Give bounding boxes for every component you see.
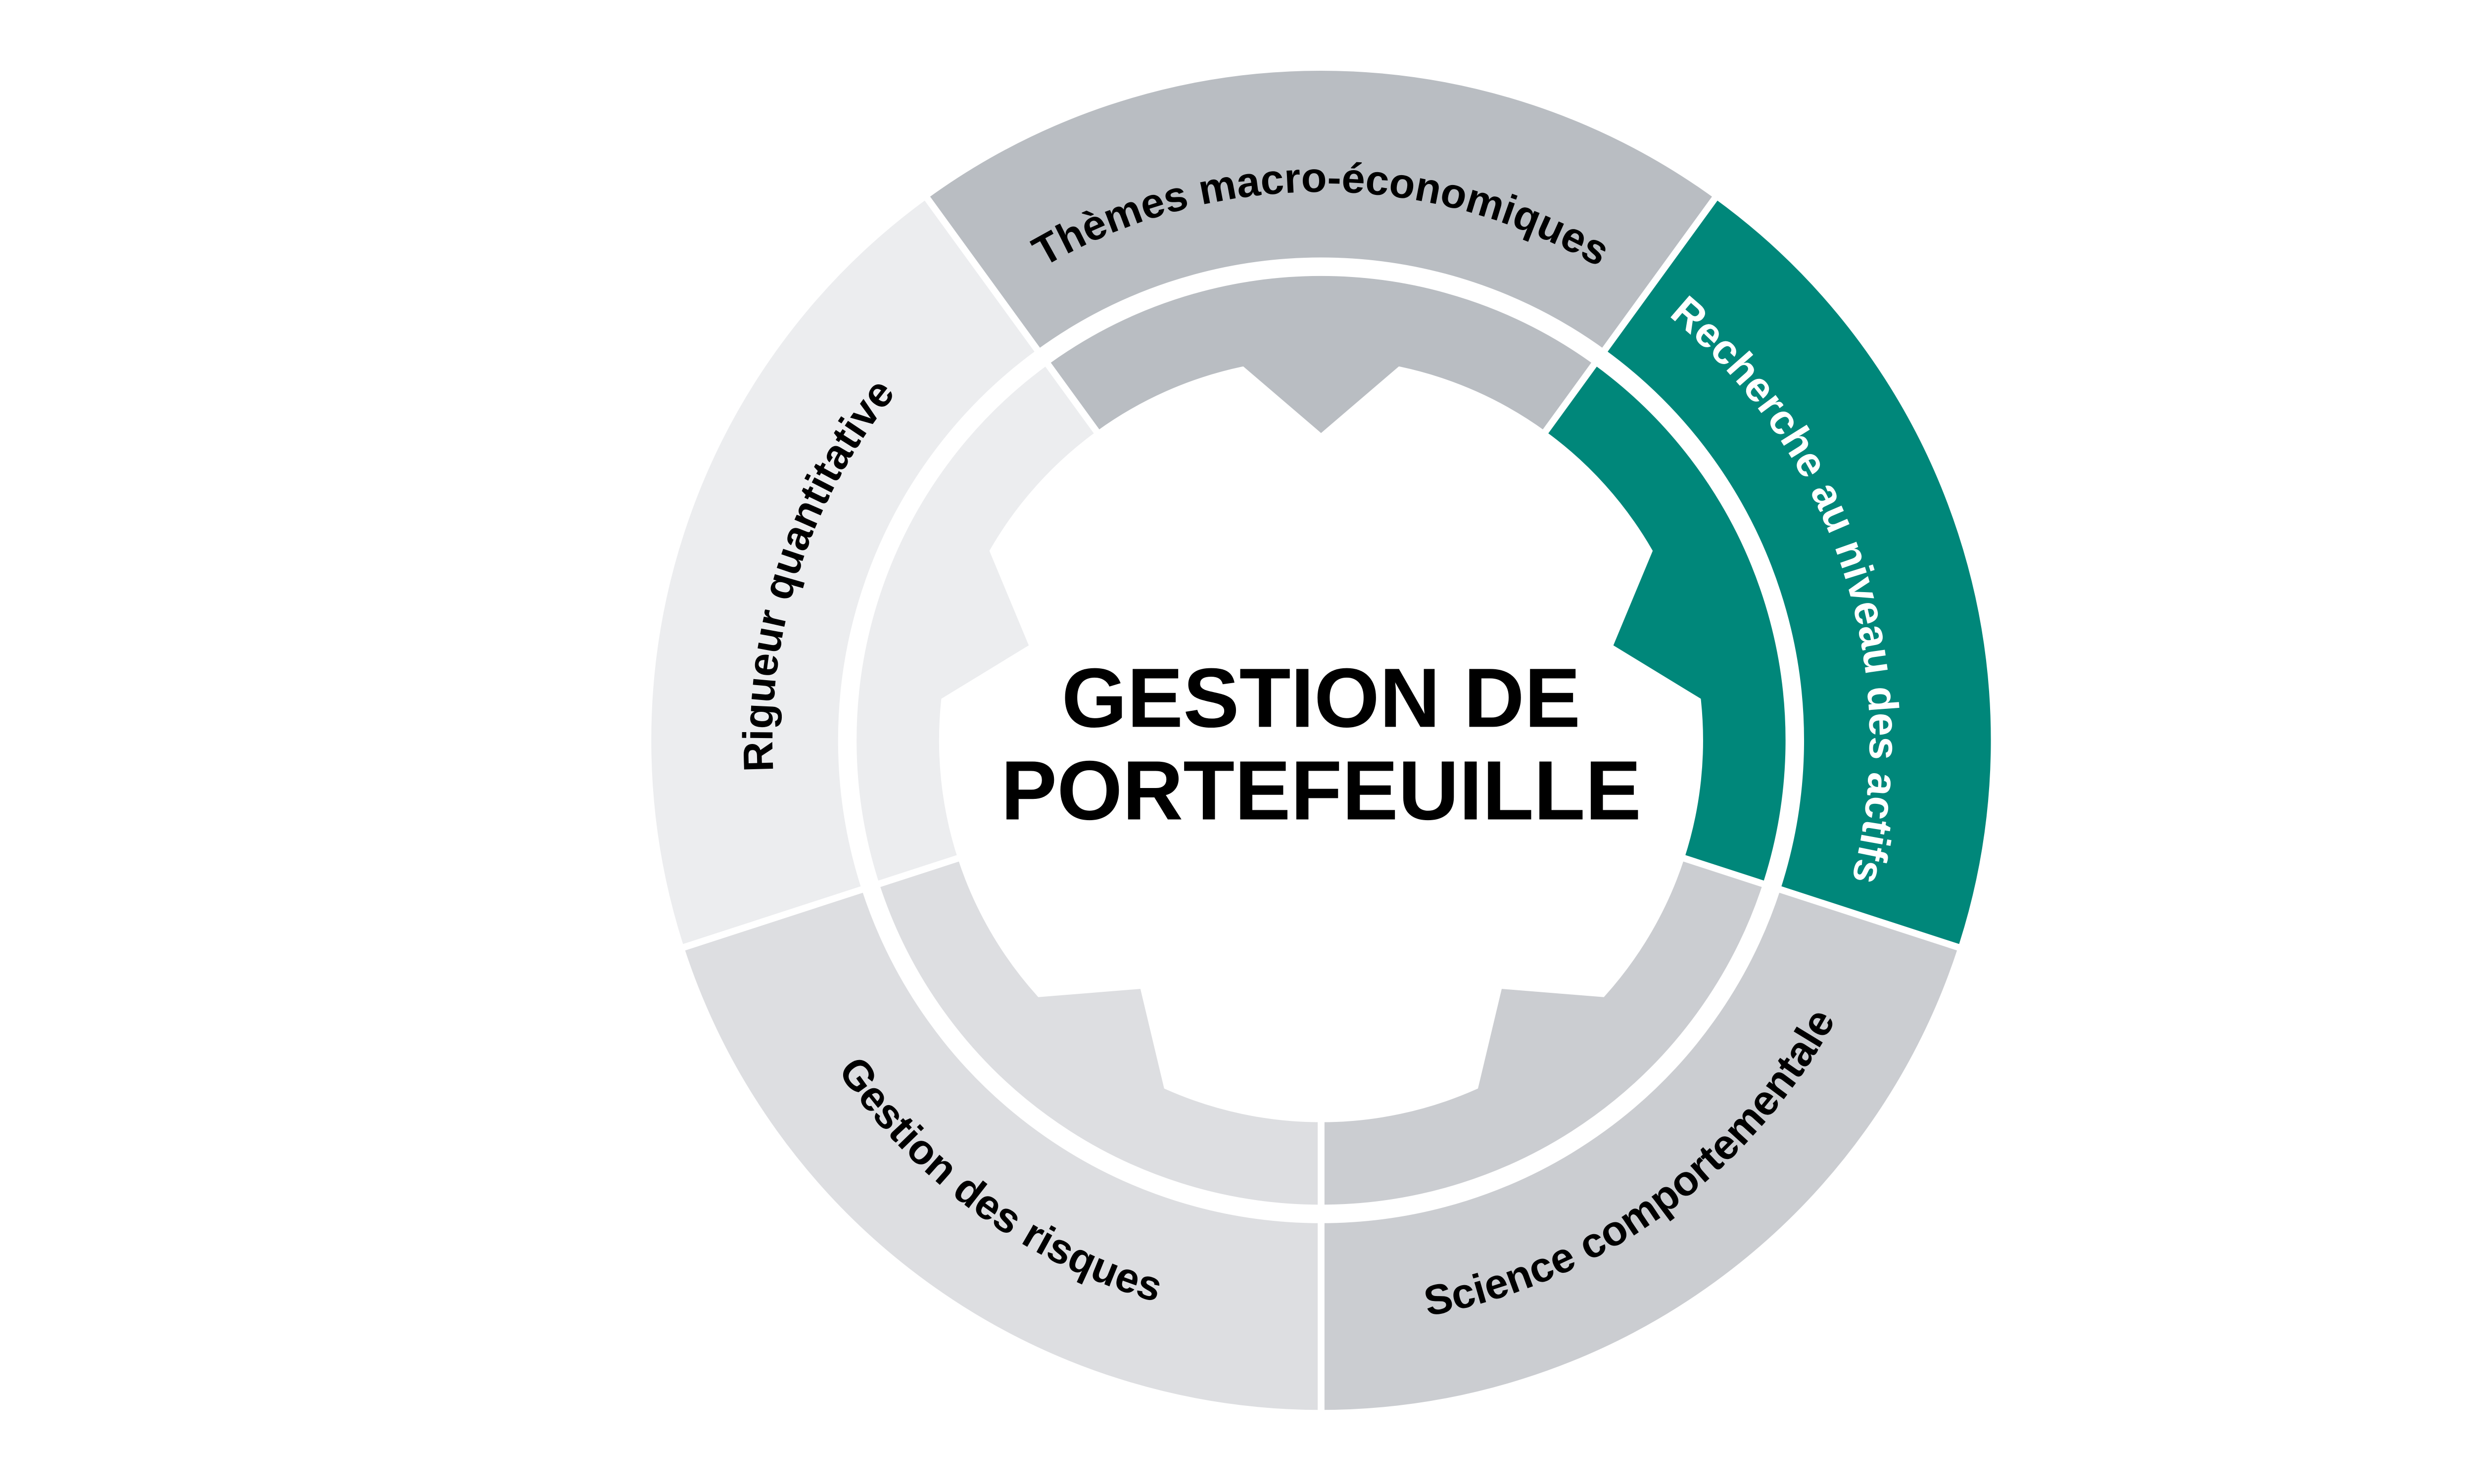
outer-segment-asset-research bbox=[1598, 191, 1998, 953]
inner-segment-risk-management bbox=[872, 853, 1325, 1211]
inner-segment-asset-research bbox=[1539, 357, 1793, 889]
inner-segment-macro-themes bbox=[1041, 269, 1601, 442]
outer-segment-macro-themes bbox=[920, 64, 1722, 357]
inner-segment-behavioral-science bbox=[1318, 853, 1770, 1211]
inner-segment-quantitative-rigor bbox=[850, 357, 1103, 889]
outer-segment-risk-management bbox=[676, 884, 1325, 1417]
outer-segment-behavioral-science bbox=[1318, 884, 1966, 1417]
outer-segment-quantitative-rigor bbox=[644, 191, 1044, 953]
center-title-line2: PORTEFEUILLE bbox=[1001, 743, 1641, 837]
center-title-line1: GESTION DE bbox=[1062, 651, 1581, 745]
